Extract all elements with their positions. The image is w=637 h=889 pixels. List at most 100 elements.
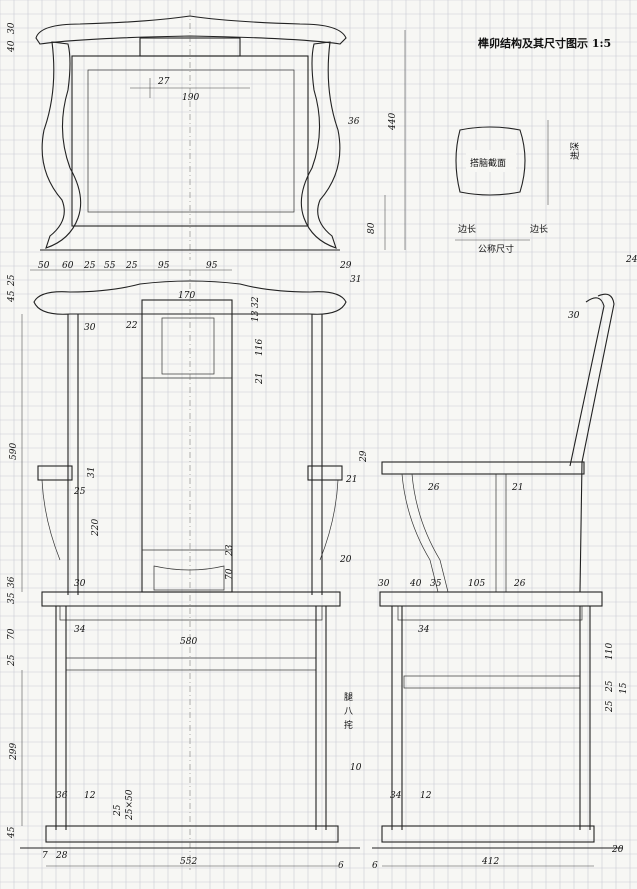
dim-23: 23 [225, 544, 235, 557]
dim-21-side: 21 [511, 483, 523, 493]
dim-36: 36 [348, 117, 360, 127]
dim-45: 45 [7, 290, 17, 303]
dim-40: 40 [409, 579, 422, 589]
dim-top-95: 95 [158, 261, 170, 271]
dim-440: 440 [388, 113, 398, 131]
dim-top-60: 60 [62, 261, 74, 271]
dim-32: 32 [251, 296, 261, 308]
dim-25x50: 25×50 [125, 789, 135, 821]
drawing-title: 榫卯结构及其尺寸图示 1:5 [477, 36, 611, 50]
dim-34-leg: 34 [390, 791, 402, 801]
splat-apron [153, 565, 225, 591]
side-view: 24 30 29 21 26 21 20 30 40 35 105 26 34 … [339, 255, 637, 871]
dim-30-seat: 30 [378, 579, 390, 589]
dim-31-top: 31 [350, 275, 361, 285]
dim-25-front: 25 [73, 487, 86, 497]
dim-22: 22 [125, 321, 138, 331]
dim-34-side: 34 [418, 625, 430, 635]
dim-30-side: 30 [568, 311, 580, 321]
dim-12-side: 12 [420, 791, 432, 801]
dim-40-top: 40 [7, 40, 17, 53]
dim-6-side: 6 [372, 861, 378, 871]
leg-splay-label: 腿八挓 [344, 692, 353, 731]
dim-110: 110 [605, 643, 615, 660]
dim-25-side-b: 25 [605, 700, 615, 713]
section-width-label: 公称尺寸 [478, 243, 514, 255]
front-view: 50 60 25 55 25 95 95 45 25 170 32 13 30 … [7, 261, 362, 871]
dim-190: 190 [182, 93, 199, 103]
dim-top-50: 50 [38, 261, 50, 271]
dim-25-side: 25 [605, 680, 615, 693]
dim-35: 35 [7, 592, 17, 604]
side-back-post-top [581, 293, 615, 463]
right-arm-post-plan [300, 41, 341, 249]
dim-412: 412 [481, 857, 499, 867]
dim-30-top: 30 [7, 22, 17, 34]
dim-80: 80 [367, 222, 377, 234]
dim-552: 552 [180, 857, 197, 867]
dim-25: 25 [7, 274, 17, 287]
dim-top-25b: 25 [125, 261, 138, 271]
dim-25-mid: 25 [7, 654, 17, 667]
dim-30-front: 30 [84, 323, 96, 333]
section-edge-label-right: 边长 [530, 223, 548, 235]
dim-top-55: 55 [104, 261, 116, 271]
dim-6: 6 [338, 861, 344, 871]
section-label: 搭脑截面 [470, 157, 506, 169]
dim-170: 170 [178, 291, 195, 301]
side-seat [379, 591, 603, 607]
dim-15: 15 [619, 682, 629, 694]
top-view: 27 190 36 440 80 30 40 29 31 [7, 10, 406, 285]
left-arm-front [37, 465, 73, 481]
dim-top-25: 25 [83, 261, 96, 271]
dim-26: 26 [513, 579, 526, 589]
dim-12: 12 [84, 791, 96, 801]
dim-29: 29 [359, 450, 369, 463]
dim-220: 220 [91, 519, 101, 537]
seat-outer-plan [71, 55, 309, 227]
seat-inner-plan [87, 69, 295, 213]
dim-590: 590 [9, 443, 19, 460]
dim-13: 13 [251, 310, 261, 322]
dim-21-arm: 21 [345, 475, 357, 485]
crest-section-detail: 搭脑截面 公称尺寸 进深 边长 边长 [455, 120, 581, 255]
dim-31: 31 [87, 467, 97, 478]
back-splat-frame [141, 299, 233, 593]
leg-splay-note: 10 [350, 763, 362, 773]
dim-580: 580 [180, 637, 197, 647]
splat-panel-top [161, 317, 215, 375]
dim-70: 70 [225, 568, 235, 580]
dim-45-base: 45 [7, 826, 17, 839]
crest-rail-plan [35, 15, 347, 45]
dim-29-top: 29 [339, 261, 352, 271]
right-arm-front [307, 465, 343, 481]
section-depth-label: 进深 [570, 142, 581, 160]
dim-30-low: 30 [74, 579, 86, 589]
side-arm [381, 461, 585, 475]
dim-21: 21 [255, 373, 265, 385]
dim-116: 116 [255, 339, 265, 356]
dim-34: 34 [74, 625, 86, 635]
dim-105: 105 [468, 579, 485, 589]
dim-24: 24 [625, 255, 637, 265]
dim-28: 28 [55, 851, 68, 861]
footrest-front [45, 825, 339, 843]
dim-70-front: 70 [7, 628, 17, 640]
side-footrest [381, 825, 595, 843]
dim-36: 36 [7, 576, 17, 588]
section-edge-label-left: 边长 [458, 223, 476, 235]
section-profile [455, 126, 526, 196]
dim-20-side: 20 [611, 845, 624, 855]
left-arm-post-plan [41, 41, 82, 249]
dim-27: 27 [157, 77, 170, 87]
dim-top-95b: 95 [206, 261, 218, 271]
dim-26-arm: 26 [427, 483, 440, 493]
crest-rail-front [33, 280, 347, 315]
dim-299: 299 [9, 743, 19, 761]
dim-36-leg: 36 [56, 791, 68, 801]
dim-35-side: 35 [430, 579, 442, 589]
dim-25-leg: 25 [113, 804, 123, 817]
dim-20: 20 [339, 555, 352, 565]
